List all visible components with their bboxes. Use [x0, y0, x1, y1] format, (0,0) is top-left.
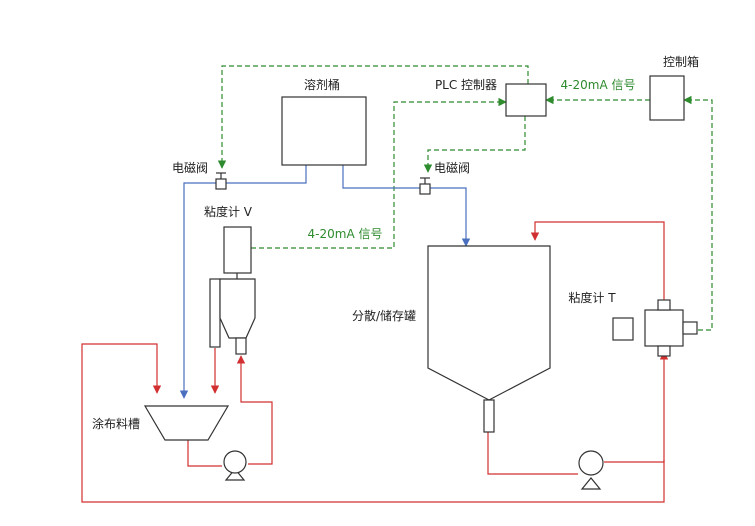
coating-trough-icon [143, 405, 230, 441]
pump-right-icon [578, 450, 604, 490]
control-box [649, 75, 685, 121]
signal-plc-to-left-valve [217, 65, 529, 169]
label-viscometer-t: 粘度计 T [568, 290, 616, 305]
viscometer-v-icon [209, 226, 256, 355]
signal-plc-to-right-valve [423, 116, 526, 173]
dispersion-tank-outlet [483, 399, 495, 433]
material-return-to-trough [81, 343, 665, 503]
labels: 溶剂桶 PLC 控制器 控制箱 4-20mA 信号 4-20mA 信号 电磁阀 … [92, 54, 699, 431]
label-signal-top: 4-20mA 信号 [561, 78, 636, 92]
label-valve-right: 电磁阀 [434, 160, 470, 175]
label-viscometer-v: 粘度计 V [204, 204, 253, 219]
label-control-box: 控制箱 [663, 54, 699, 69]
material-pump-to-viscometer-t [604, 351, 669, 463]
material-trough-to-pump [187, 440, 222, 467]
signal-lines [217, 65, 713, 331]
viscometer-t-icon [612, 299, 698, 357]
solvent-line-right [342, 165, 471, 247]
label-signal-mid: 4-20mA 信号 [308, 227, 383, 241]
label-valve-left: 电磁阀 [172, 160, 208, 175]
signal-viscometer-t-to-control-box [683, 95, 713, 331]
label-solvent-tank: 溶剂桶 [304, 77, 340, 92]
label-dispersion-tank: 分散/储存罐 [352, 308, 416, 323]
plc-box [505, 83, 547, 117]
material-lines [81, 221, 669, 503]
solvent-tank [281, 96, 367, 166]
label-plc: PLC 控制器 [435, 78, 497, 92]
dispersion-tank-icon [427, 245, 551, 401]
signal-viscometer-v-to-plc [251, 97, 507, 249]
label-coating-trough: 涂布料槽 [92, 416, 140, 431]
material-tank-to-pump [487, 432, 578, 475]
equipment [143, 75, 698, 490]
valve-right-icon [419, 177, 431, 195]
material-viscometer-t-to-tank [530, 221, 665, 300]
material-pump-to-viscometer-v [236, 355, 273, 465]
valve-left-icon [215, 172, 227, 190]
pump-left-icon [223, 450, 247, 481]
